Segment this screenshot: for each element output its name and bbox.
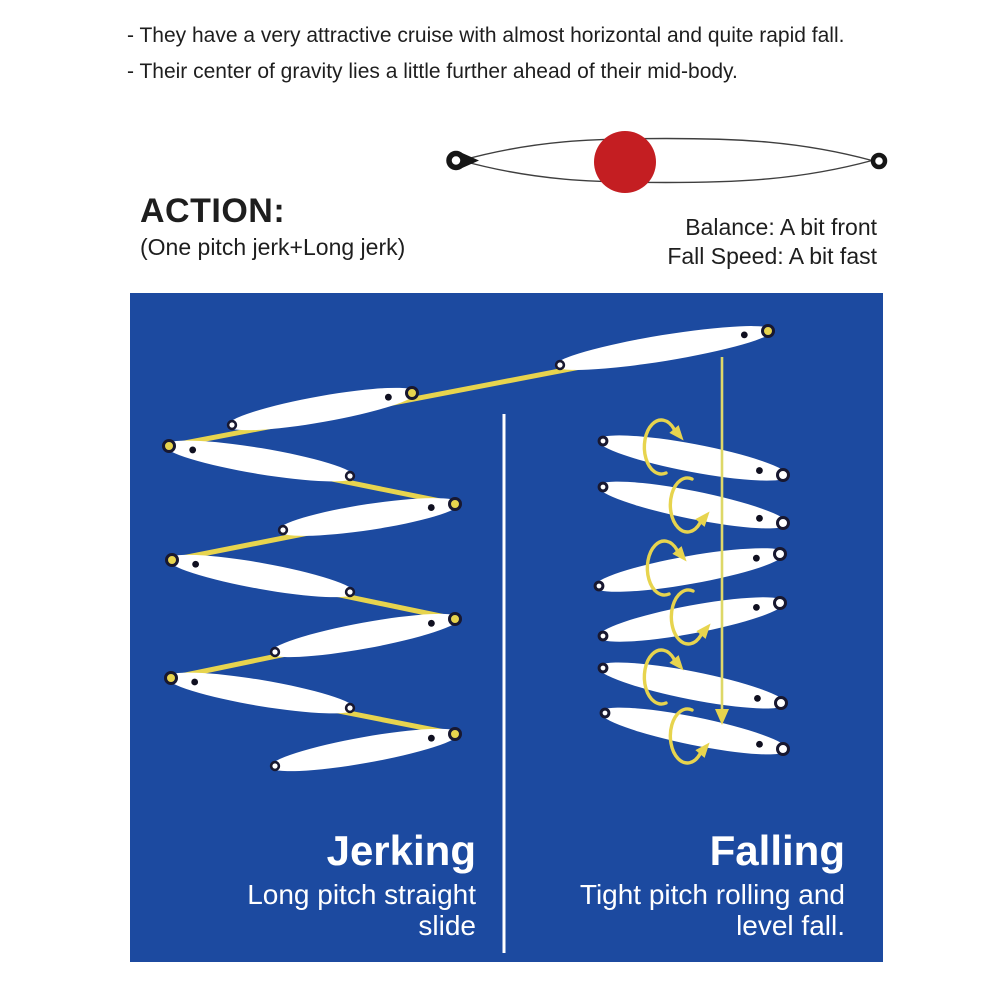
rear-eyelet-icon [870,152,888,170]
fall-arrowhead-icon [715,709,729,725]
jerking-jig-3-body [164,440,355,482]
jerking-jig-8-body [270,728,460,772]
falling-title: Falling [709,827,845,874]
jig-action-diagram [162,324,790,953]
roll-arrow-4 [669,588,703,646]
jerking-desc-line-1: Long pitch straight [247,879,476,910]
jerking-jig-8-tail-ring-icon [269,760,281,772]
balance-spec: Balance: A bit front [685,214,877,240]
falling-jig-4-tail-ring-icon [597,630,609,642]
falling-description: Tight pitch rolling and level fall. [580,879,845,941]
falling-jig-5-tail-ring-icon [597,662,609,674]
roll-arrowhead-icon-2 [695,511,710,527]
jerking-jig-1-eye-dot [740,331,748,339]
roll-arrow-5 [642,648,676,706]
jerking-jig-1-head-ring-icon [761,324,775,338]
jerking-jig-5-body [167,554,355,598]
roll-arrowhead-icon-1 [669,425,684,441]
fall-speed-spec: Fall Speed: A bit fast [667,243,877,269]
falling-desc-line-1: Tight pitch rolling and [579,879,845,910]
jerking-jig-5-eye-dot [192,560,200,568]
jerking-jig-6-body [270,613,460,658]
front-eyelet-icon [446,150,466,171]
falling-jig-6-head-ring-icon [776,742,790,756]
front-eyelet-joint [461,152,479,169]
lure-balance-figure [446,131,888,193]
jerking-jig-2-body [227,387,417,431]
falling-jig-4-eye-dot [753,603,760,611]
falling-jig-5-eye-dot [754,694,761,702]
roll-arrowhead-icon-5 [669,655,684,671]
falling-desc-line-2: level fall. [736,910,845,941]
falling-jig-2-head-ring-icon [776,516,790,530]
falling-jig-2-tail-ring-icon [597,481,609,493]
center-of-gravity-dot [594,131,656,193]
falling-jig-3-head-ring-icon [773,547,787,561]
jerking-jig-5-tail-ring-icon [344,586,356,598]
falling-jig-6-eye-dot [756,740,763,748]
feature-bullet-1: - They have a very attractive cruise wit… [127,24,845,47]
jerking-jig-3-tail-ring-icon [344,470,356,482]
jerking-jig-1-tail-ring-icon [554,359,566,371]
jerking-jig-4-tail-ring-icon [277,524,289,536]
roll-arrow-2 [668,476,702,534]
jerking-jig-8-head-ring-icon [448,727,462,741]
jerking-description: Long pitch straight slide [247,879,476,941]
falling-jig-5-head-ring-icon [774,696,788,710]
falling-jig-4-body [598,597,785,642]
jerking-jig-6-tail-ring-icon [269,646,281,658]
jerking-jig-6-head-ring-icon [448,612,462,626]
jerking-title: Jerking [326,827,476,874]
jerking-jig-3-head-ring-icon [162,439,176,453]
action-diagram-panel: Jerking Long pitch straight slide Fallin… [130,293,883,962]
jerking-jig-1-body [555,326,773,370]
jerking-jig-4-body [278,498,460,536]
jerking-desc-line-2: slide [418,910,476,941]
action-subheading: (One pitch jerk+Long jerk) [140,234,406,260]
spec-block: Balance: A bit front Fall Speed: A bit f… [667,213,877,271]
jerking-jig-2-head-ring-icon [405,386,419,400]
feature-bullet-2: - Their center of gravity lies a little … [127,60,738,83]
jerking-jig-7-tail-ring-icon [344,702,356,714]
lure-body-outline [458,137,875,184]
roll-arrow-3 [645,539,679,597]
jerking-jig-8-eye-dot [427,734,435,742]
falling-jig-1-head-ring-icon [776,468,790,482]
jerking-jig-7-eye-dot [191,678,199,686]
falling-jig-3-tail-ring-icon [593,580,605,592]
roll-arrow-6 [668,707,702,765]
jerking-jig-2-eye-dot [384,393,392,401]
falling-jig-4-head-ring-icon [773,596,787,610]
roll-arrowhead-icon-6 [695,742,710,758]
falling-jig-6-tail-ring-icon [599,707,611,719]
falling-jig-1-tail-ring-icon [597,435,609,447]
jerking-jig-6-eye-dot [427,619,435,627]
action-heading: ACTION: [140,192,286,230]
jerking-jig-4-eye-dot [427,504,435,511]
jerking-jig-2-tail-ring-icon [226,419,238,431]
jerking-jig-3-eye-dot [189,446,197,454]
roll-arrowhead-icon-4 [696,623,711,639]
jerking-jig-7-head-ring-icon [164,671,178,685]
jerking-jig-5-head-ring-icon [165,553,179,567]
falling-jig-1-eye-dot [756,467,763,474]
falling-jig-2-eye-dot [756,514,763,522]
falling-jig-2-body [598,481,788,529]
jerking-jig-7-body [166,672,355,714]
falling-jig-3-eye-dot [752,554,760,562]
falling-jig-6-body [600,707,788,755]
roll-arrowhead-icon-3 [672,546,687,562]
jerking-jig-4-head-ring-icon [448,497,462,511]
roll-arrow-1 [642,418,676,476]
falling-jig-3-body [594,548,785,592]
